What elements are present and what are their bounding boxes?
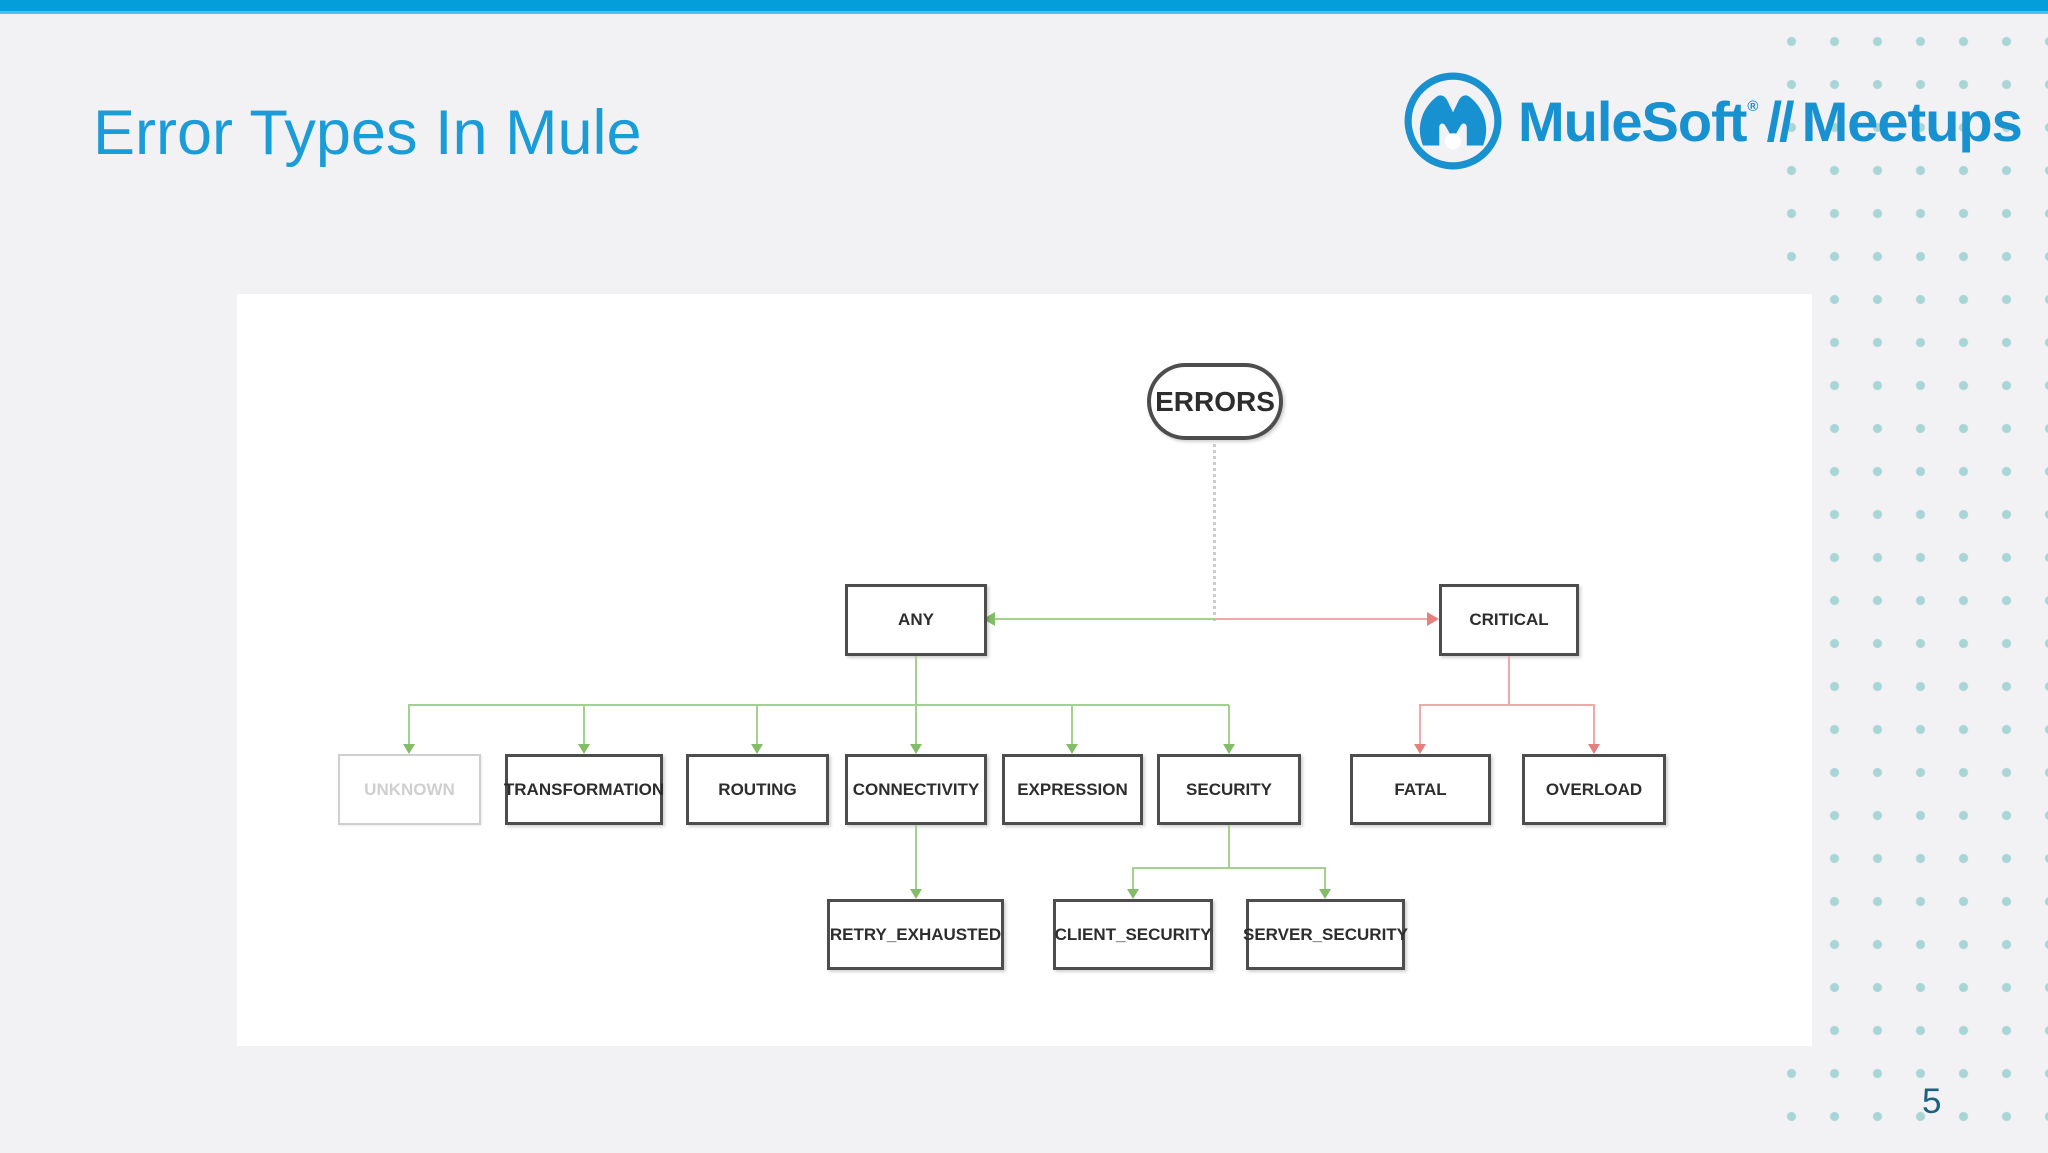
node-expression: EXPRESSION [1002, 754, 1143, 825]
edge-any-security-arrowhead [1223, 744, 1235, 754]
dot-pattern-decoration [1770, 20, 2048, 1153]
logo-brand-text: MuleSoft [1518, 89, 1747, 153]
edge-critical-overload-drop [1593, 705, 1595, 744]
node-transformation: TRANSFORMATION [504, 754, 664, 825]
top-accent-bar-highlight [0, 11, 2048, 14]
edge-any-transformation-arrowhead [578, 744, 590, 754]
edge-critical-fatal-drop [1419, 705, 1421, 744]
mulesoft-meetups-logo: MuleSoft ® // Meetups [1402, 70, 2023, 172]
edge-critical-branch-rail [1419, 704, 1595, 706]
page-title: Error Types In Mule [93, 98, 642, 168]
logo-suffix-text: Meetups [1801, 89, 2023, 153]
edge-any-expression-drop [1071, 705, 1073, 744]
page-number: 5 [1922, 1082, 1942, 1121]
edge-any-routing-arrowhead [751, 744, 763, 754]
edge-critical-trunk [1508, 656, 1510, 705]
edge-any-branch-rail [408, 704, 1229, 706]
node-critical: CRITICAL [1439, 584, 1579, 656]
node-any: ANY [845, 584, 987, 656]
edge-security-client-arrowhead [1127, 889, 1139, 899]
edge-any-connectivity-arrowhead [910, 744, 922, 754]
edge-any-unknown-drop [408, 705, 410, 744]
edge-any-expression-arrowhead [1066, 744, 1078, 754]
node-fatal: FATAL [1350, 754, 1491, 825]
edge-any-transformation-drop [583, 705, 585, 744]
node-client-security: CLIENT_SECURITY [1053, 899, 1213, 970]
edge-errors-critical-line [1215, 618, 1429, 620]
node-routing: ROUTING [686, 754, 829, 825]
edge-errors-critical-arrowhead [1427, 612, 1439, 626]
node-server-security: SERVER_SECURITY [1243, 899, 1408, 970]
top-accent-bar [0, 0, 2048, 11]
edge-any-unknown-arrowhead [403, 744, 415, 754]
node-overload: OVERLOAD [1522, 754, 1666, 825]
diagram-canvas: ERRORS ANY CRITICAL U [237, 294, 1812, 1046]
edge-connectivity-retry-arrowhead [910, 889, 922, 899]
edge-security-client-drop [1132, 868, 1134, 889]
node-retry-exhausted: RETRY_EXHAUSTED [827, 899, 1004, 970]
edge-any-routing-drop [756, 705, 758, 744]
logo-double-slash: // [1766, 89, 1794, 153]
edge-any-security-drop [1228, 705, 1230, 744]
edge-errors-any-line [994, 618, 1215, 620]
edge-critical-fatal-arrowhead [1414, 744, 1426, 754]
edge-any-trunk [915, 656, 917, 705]
registered-trademark-symbol: ® [1747, 97, 1759, 115]
mulesoft-m-icon [1404, 72, 1502, 170]
node-connectivity: CONNECTIVITY [845, 754, 987, 825]
edge-connectivity-retry-line [915, 825, 917, 889]
node-errors: ERRORS [1147, 363, 1283, 440]
node-security: SECURITY [1157, 754, 1301, 825]
node-unknown: UNKNOWN [338, 754, 481, 825]
edge-critical-overload-arrowhead [1588, 744, 1600, 754]
edge-security-branch-rail [1132, 867, 1326, 869]
edge-security-trunk [1228, 825, 1230, 868]
edge-any-connectivity-drop [915, 705, 917, 744]
edge-errors-stem-dotted-line [1213, 444, 1216, 621]
edge-security-server-drop [1324, 868, 1326, 889]
logo-wordmark: MuleSoft ® // Meetups [1518, 89, 2023, 154]
edge-security-server-arrowhead [1319, 889, 1331, 899]
